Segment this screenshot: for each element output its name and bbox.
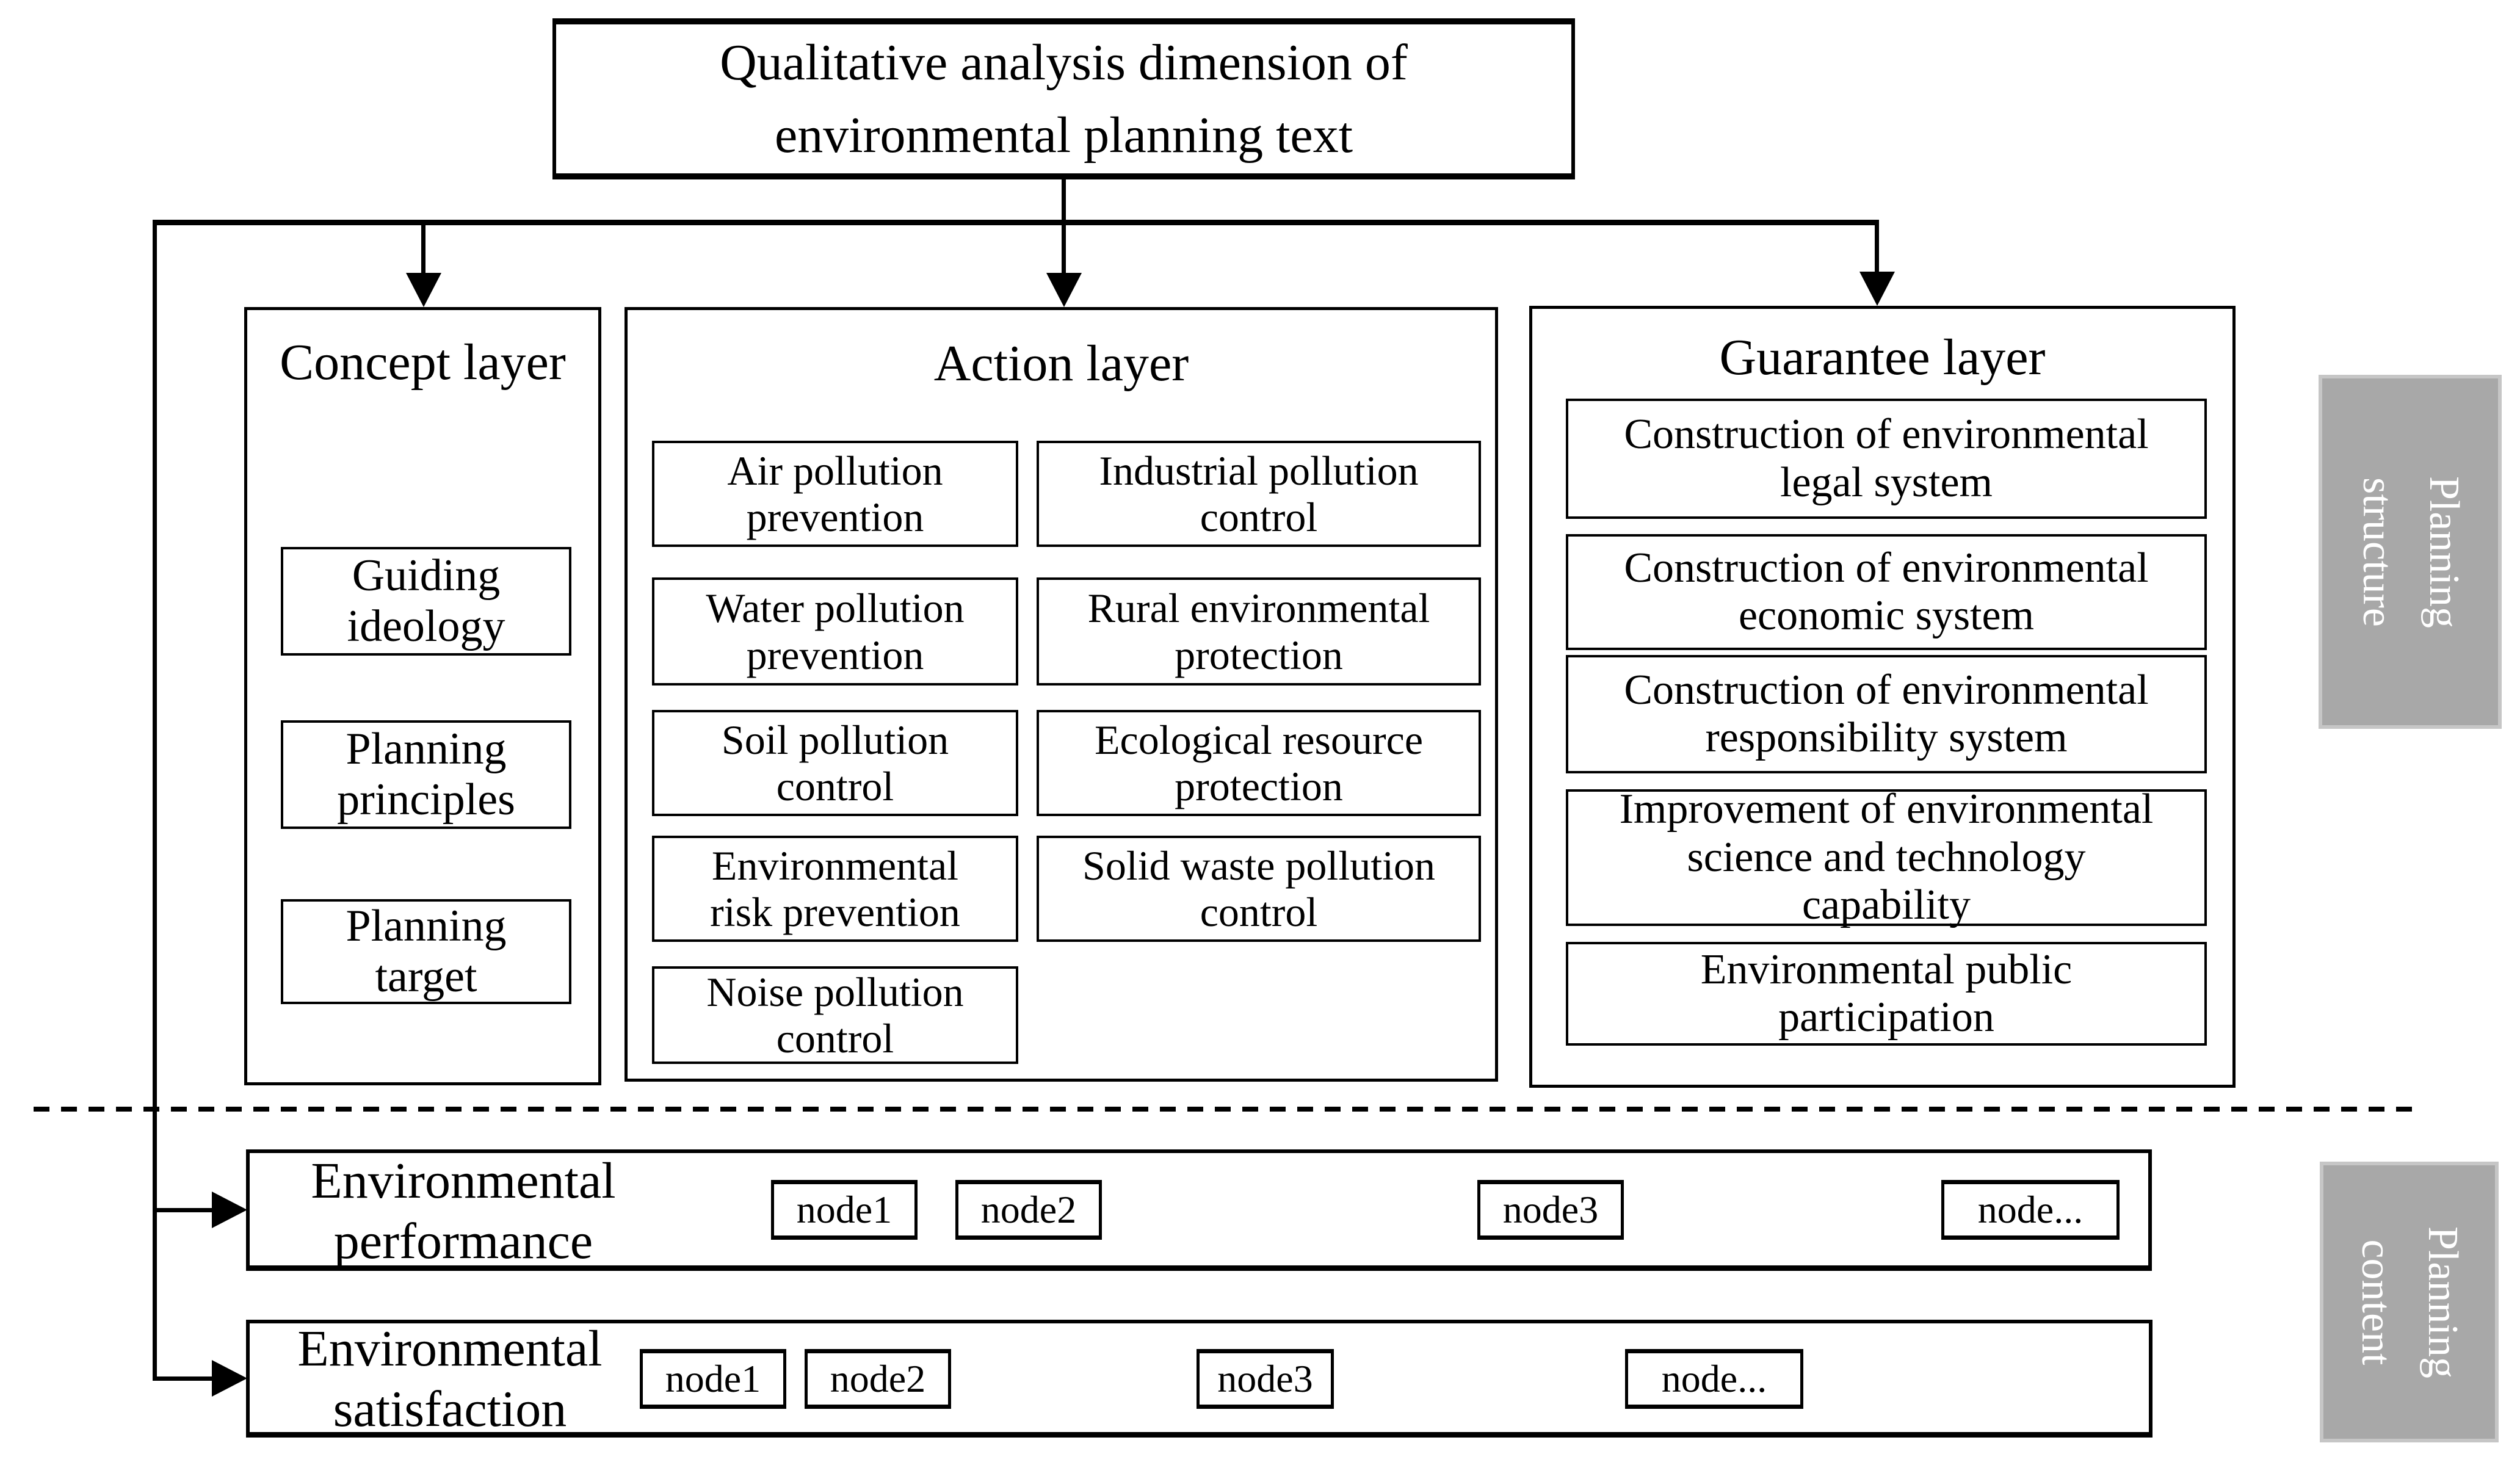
- action-drop-line: [1062, 223, 1066, 275]
- environmental-satisfaction-row: Environmental satisfaction node1 node2 n…: [246, 1320, 2152, 1438]
- concept-arrow-icon: [406, 273, 441, 307]
- planning-content-label-box: Planning content: [2320, 1162, 2499, 1442]
- guarantee-arrow-icon: [1859, 272, 1895, 306]
- left-drop-line: [153, 220, 157, 1381]
- section-divider-dashed-line: [34, 1107, 2414, 1112]
- guarantee-drop-line: [1875, 223, 1879, 275]
- node-box: node...: [1941, 1180, 2120, 1240]
- planning-structure-label-box: Planning structure: [2319, 375, 2502, 729]
- concept-layer-header: Concept layer: [280, 334, 566, 391]
- concept-drop-line: [421, 223, 425, 275]
- node-box: node3: [1477, 1180, 1624, 1240]
- node-box: node...: [1625, 1349, 1803, 1409]
- planning-content-label: Planning content: [2353, 1226, 2467, 1378]
- title-box: Qualitative analysis dimension of enviro…: [552, 18, 1575, 179]
- performance-elbow-line: [153, 1208, 217, 1212]
- environmental-satisfaction-label: Environmental satisfaction: [297, 1320, 603, 1438]
- action-layer-header: Action layer: [933, 335, 1189, 392]
- page-title: Qualitative analysis dimension of enviro…: [720, 34, 1408, 164]
- node-box: node1: [640, 1349, 786, 1409]
- satisfaction-elbow-line: [153, 1376, 217, 1381]
- planning-structure-label: Planning structure: [2354, 476, 2468, 628]
- environmental-performance-label: Environmental performance: [311, 1152, 616, 1270]
- action-arrow-icon: [1046, 273, 1082, 307]
- title-stem-line: [1062, 178, 1066, 222]
- satisfaction-arrow-icon: [212, 1360, 247, 1397]
- performance-arrow-icon: [212, 1192, 247, 1228]
- node-box: node3: [1197, 1349, 1334, 1409]
- node-box: node2: [955, 1180, 1102, 1240]
- node-box: node1: [771, 1180, 918, 1240]
- guarantee-layer-header: Guarantee layer: [1719, 329, 2046, 386]
- distribution-line: [153, 220, 1879, 225]
- node-box: node2: [805, 1349, 951, 1409]
- guarantee-layer-box: Guarantee layer Construction of environm…: [1529, 306, 2236, 1088]
- environmental-performance-row: Environmental performance node1 node2 no…: [246, 1149, 2152, 1271]
